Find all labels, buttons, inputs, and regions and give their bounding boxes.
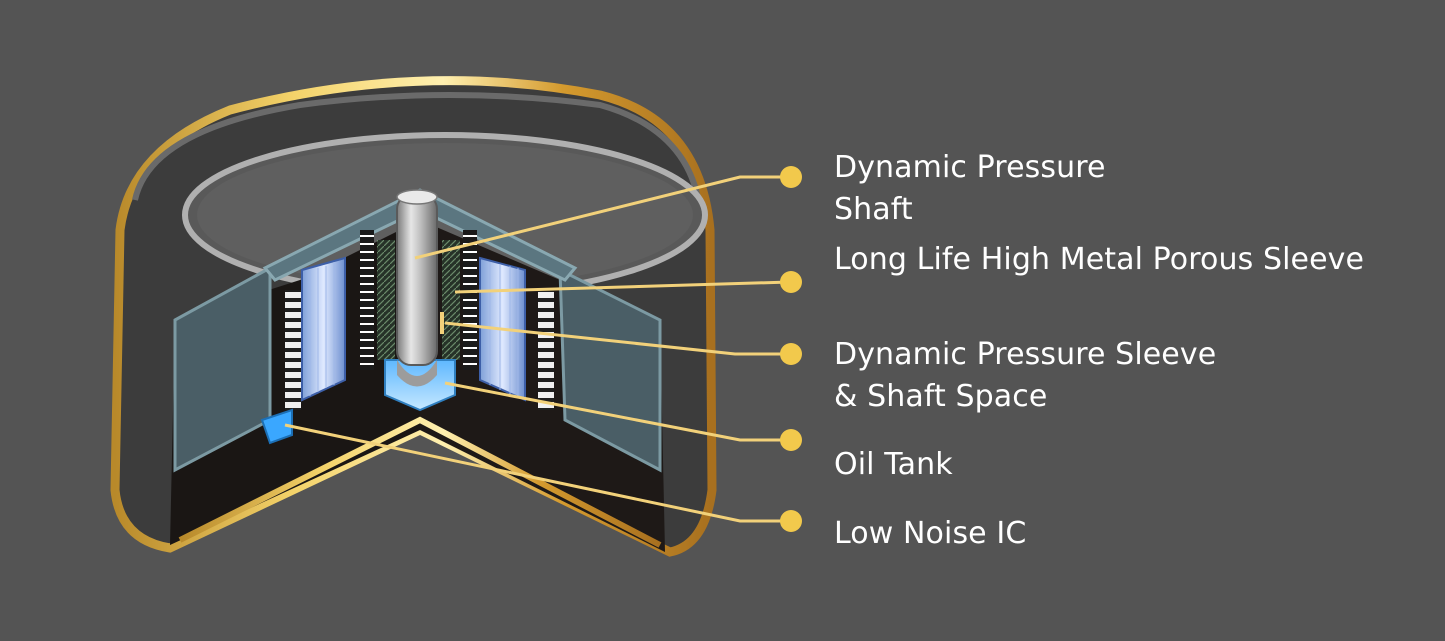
- callout-dot-shaft: [780, 166, 802, 188]
- label-dynamic-pressure-shaft: Dynamic Pressure Shaft: [834, 147, 1106, 231]
- label-line: Shaft: [834, 192, 913, 227]
- housing-top-rim: [132, 92, 703, 211]
- dynamic-pressure-shaft: [396, 194, 438, 366]
- housing-bottom-edge: [178, 416, 662, 548]
- callout-dots: [780, 166, 802, 532]
- label-line: Oil Tank: [834, 447, 953, 482]
- label-sleeve-shaft-space: Dynamic Pressure Sleeve & Shaft Space: [834, 334, 1216, 418]
- low-noise-ic-chip: [260, 408, 293, 445]
- label-line: Dynamic Pressure: [834, 150, 1106, 185]
- left-rib-column: [285, 290, 301, 410]
- callout-dot-sleeve-shaft-space: [780, 343, 802, 365]
- label-porous-sleeve: Long Life High Metal Porous Sleeve: [834, 239, 1364, 281]
- callout-dot-porous-sleeve: [780, 271, 802, 293]
- callout-dot-low-noise-ic: [780, 510, 802, 532]
- porous-sleeve-right: [442, 240, 460, 360]
- callout-line-oil-tank: [444, 381, 790, 442]
- callout-lines: [284, 175, 791, 523]
- label-line: & Shaft Space: [834, 379, 1048, 414]
- callout-dot-oil-tank: [780, 429, 802, 451]
- callout-line-porous-sleeve: [454, 280, 791, 294]
- label-line: Low Noise IC: [834, 516, 1027, 551]
- callout-line-shaft: [414, 175, 790, 260]
- porous-sleeve-left: [377, 240, 395, 360]
- right-rib-column: [538, 290, 554, 410]
- left-coil: [301, 256, 346, 402]
- callout-line-sleeve-shaft-space: [444, 321, 790, 356]
- callout-line-low-noise-ic: [284, 423, 790, 523]
- sleeve-shaft-gap: [440, 312, 444, 334]
- label-line: Dynamic Pressure Sleeve: [834, 337, 1217, 372]
- label-line: Long Life High Metal Porous Sleeve: [834, 242, 1365, 277]
- label-oil-tank: Oil Tank: [834, 444, 953, 486]
- label-low-noise-ic: Low Noise IC: [834, 513, 1026, 555]
